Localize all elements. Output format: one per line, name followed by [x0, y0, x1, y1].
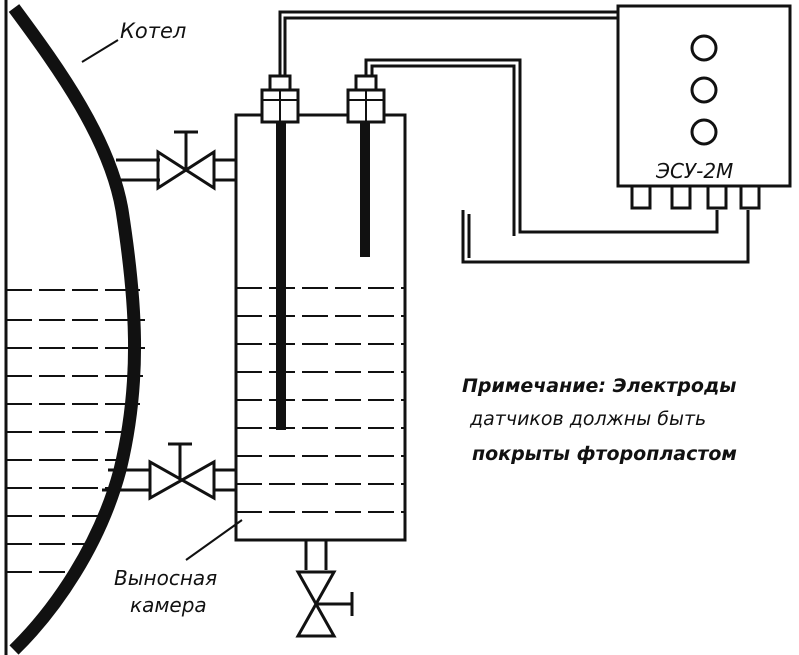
indicator-lamp-icon-2 [690, 76, 718, 104]
upper-valve-icon[interactable] [156, 130, 216, 191]
connector-icon-1[interactable] [630, 184, 652, 210]
boiler-wall [8, 4, 142, 655]
lower-valve-icon[interactable] [148, 442, 216, 501]
connector-icon-2[interactable] [670, 184, 692, 210]
indicator-lamp-icon-3 [690, 118, 718, 146]
indicator-lamp-icon-1 [690, 34, 718, 62]
short-electrode-icon [360, 122, 370, 257]
remote-chamber [234, 113, 407, 570]
boiler-water [6, 289, 145, 573]
connector-icon-3[interactable] [706, 184, 728, 210]
note-line-1: Примечание: Электроды [462, 375, 736, 397]
short-electrode [346, 74, 386, 257]
drain-valve-icon[interactable] [295, 570, 354, 638]
note-line-3: покрыты фторопластом [472, 443, 737, 465]
control-device: ЭСУ-2М [616, 4, 792, 210]
boiler-label: Котел [120, 19, 186, 43]
chamber-water [236, 287, 405, 513]
connector-icon-4[interactable] [739, 184, 761, 210]
note-line-2: датчиков должны быть [469, 408, 706, 430]
chamber-label-line1: Выносная [114, 566, 217, 590]
wiring [278, 10, 750, 264]
chamber-leader-line [185, 519, 243, 561]
boiler-leader-line [81, 39, 119, 63]
chamber-label-line2: камера [130, 593, 207, 617]
device-label: ЭСУ-2М [655, 159, 733, 183]
long-electrode [260, 74, 300, 430]
boiler [4, 0, 145, 655]
upper-connection [116, 115, 238, 200]
note: Примечание: Электроды датчиков должны бы… [462, 375, 737, 465]
long-electrode-icon [276, 122, 286, 430]
